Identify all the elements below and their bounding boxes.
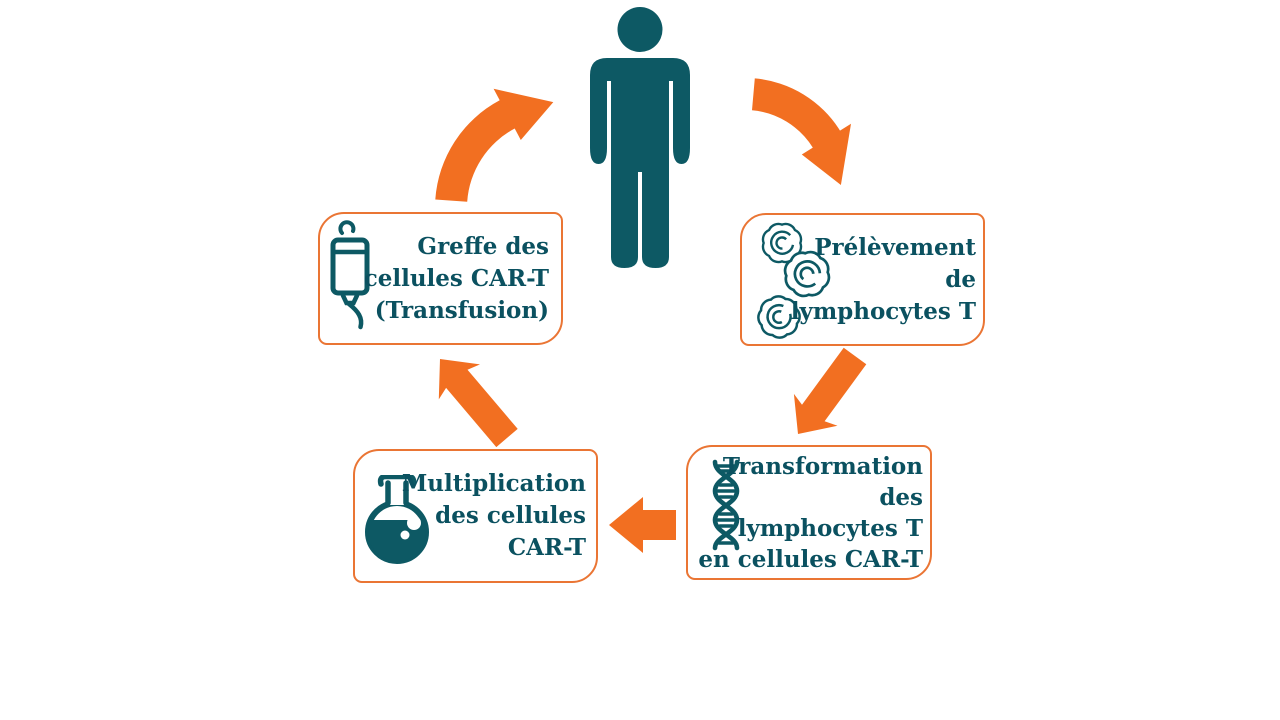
greffe-label: Greffe des cellules CAR-T (Transfusion)	[320, 214, 561, 343]
prelevement-label: Prélèvement de lymphocytes T	[742, 215, 983, 344]
round-flask-icon	[365, 475, 429, 564]
lymphocyte-cell-icon	[757, 295, 801, 339]
arrow-prelevement-to-transformation-icon	[793, 347, 867, 434]
greffe-line-2: cellules CAR-T	[363, 264, 549, 292]
multiplication-label: Multiplication des cellules CAR-T	[355, 451, 596, 581]
step-box-multiplication: Multiplication des cellules CAR-T	[353, 449, 598, 583]
greffe-line-3: (Transfusion)	[374, 296, 549, 324]
prelevement-line-1: Prélèvement	[814, 233, 976, 261]
arrow-person-to-prelevement-icon	[752, 78, 851, 185]
iv-infusion-bag-icon	[330, 220, 370, 330]
greffe-line-1: Greffe des	[417, 232, 549, 260]
transformation-label: Transformation des lymphocytes T en cell…	[688, 447, 930, 578]
dna-helix-icon	[712, 459, 740, 551]
lymphocyte-cell-icon	[761, 222, 803, 264]
arrow-greffe-to-person-icon	[435, 88, 554, 202]
lymphocyte-cell-icon	[783, 250, 831, 298]
patient-person-icon	[590, 7, 690, 268]
step-box-greffe: Greffe des cellules CAR-T (Transfusion)	[318, 212, 563, 345]
prelevement-line-3: lymphocytes T	[790, 297, 976, 325]
step-box-prelevement: Prélèvement de lymphocytes T	[740, 213, 985, 346]
prelevement-line-2: de	[945, 265, 976, 293]
transformation-line-4: en cellules CAR-T	[698, 545, 923, 573]
transformation-line-1: Transformation	[722, 452, 923, 480]
arrow-multiplication-to-greffe-icon	[438, 359, 518, 448]
multiplication-line-3: CAR-T	[507, 534, 586, 561]
multiplication-line-2: des cellules	[435, 502, 586, 529]
transformation-line-2: des	[879, 483, 923, 511]
multiplication-line-1: Multiplication	[401, 470, 586, 497]
transformation-line-3: lymphocytes T	[737, 514, 923, 542]
step-box-transformation: Transformation des lymphocytes T en cell…	[686, 445, 932, 580]
arrow-transformation-to-multiplication-icon	[609, 497, 676, 553]
